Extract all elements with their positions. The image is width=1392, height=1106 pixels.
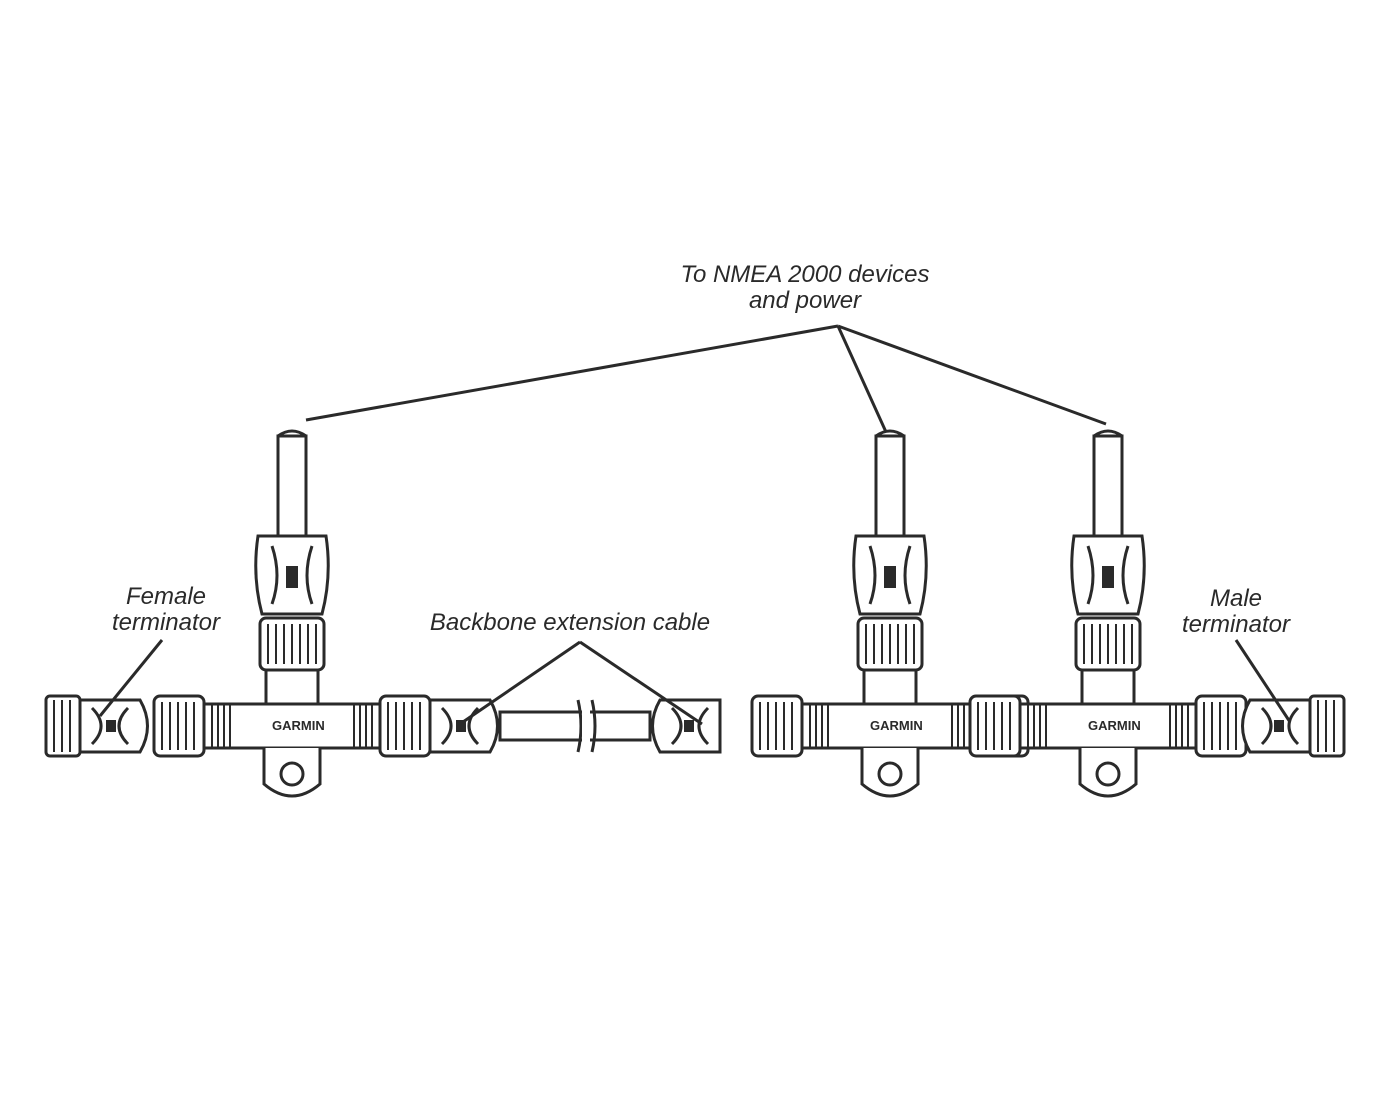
leader-female [98,639,164,717]
leader-backbone-1 [459,640,581,726]
leader-top-1 [305,324,839,422]
tee-connector-3: GARMIN [968,429,1248,798]
label-female-line1: Female [125,583,207,610]
leader-top-3 [837,324,1107,426]
label-male-line2: terminator [1181,611,1291,638]
leader-top-2 [836,325,888,433]
tee-brand-3: GARMIN [1088,718,1141,733]
male-terminator [1241,694,1346,758]
label-to-nmea-devices: To NMEA 2000 devices and power [660,262,950,314]
leader-male [1234,639,1292,723]
backbone-extension-cable [428,698,722,754]
female-terminator [44,694,149,758]
tee-connector-2: GARMIN [750,429,1030,798]
label-backbone-extension-cable: Backbone extension cable [410,610,730,636]
label-backbone-line: Backbone extension cable [429,609,711,636]
label-male-line1: Male [1209,585,1263,612]
leader-backbone-2 [579,640,703,726]
label-to-nmea-line1: To NMEA 2000 devices [680,261,930,288]
label-female-line2: terminator [111,609,221,636]
tee-brand-2: GARMIN [870,718,923,733]
label-male-terminator: Male terminator [1166,586,1306,638]
label-to-nmea-line2: and power [748,287,862,314]
leader-lines [98,324,1292,726]
tee-connector-1: GARMIN [152,429,432,798]
label-female-terminator: Female terminator [96,584,236,636]
tee-brand-1: GARMIN [272,718,325,733]
